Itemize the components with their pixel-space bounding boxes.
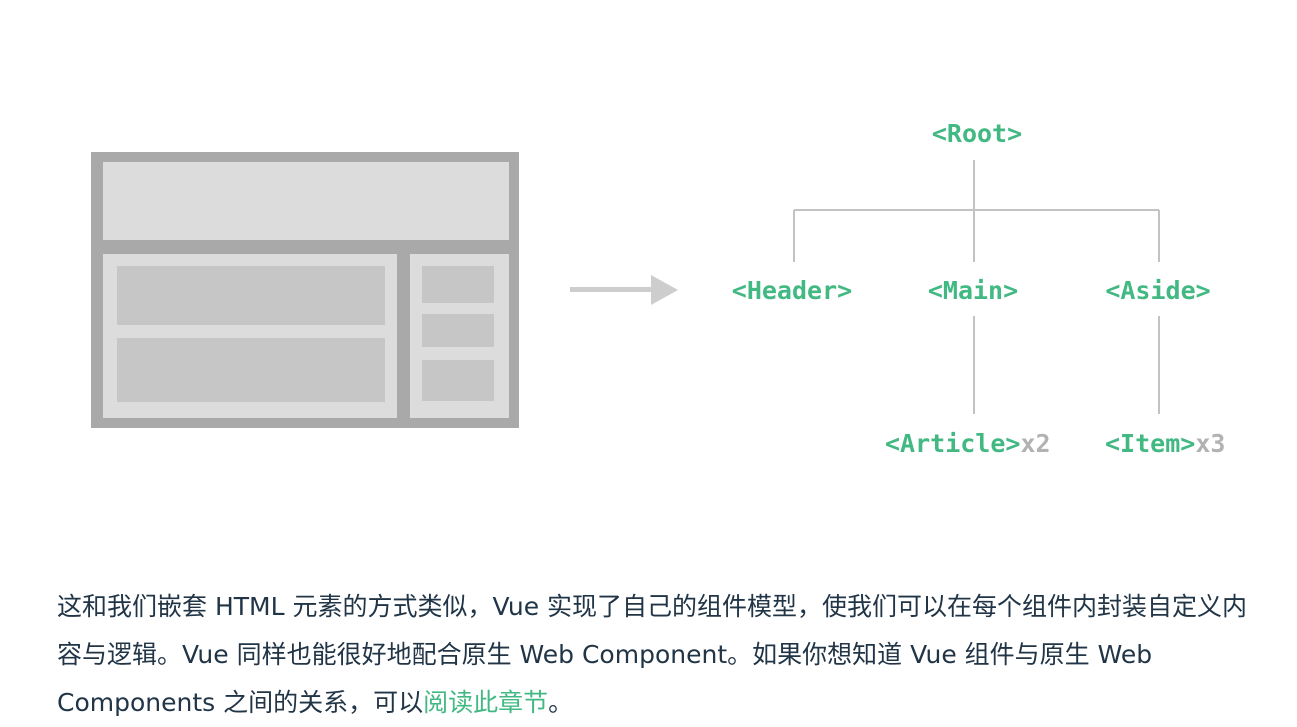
wireframe-article	[117, 338, 385, 402]
main-node: <Main>	[928, 276, 1018, 305]
page-wireframe	[91, 152, 519, 428]
wireframe-item	[422, 360, 494, 401]
header-node: <Header>	[732, 276, 852, 305]
paragraph-text: 这和我们嵌套 HTML 元素的方式类似，Vue 实现了自己的组件模型，使我们可以…	[57, 592, 1248, 717]
article-label: <Article>	[885, 429, 1020, 458]
aside-node: <Aside>	[1105, 276, 1210, 305]
wireframe-article	[117, 266, 385, 325]
read-chapter-link[interactable]: 阅读此章节	[423, 688, 549, 717]
wireframe-item	[422, 266, 494, 303]
diagram-svg: <Root> <Header> <Main> <Aside> <Article>…	[91, 119, 1225, 458]
item-node: <Item>x3	[1105, 429, 1225, 458]
paragraph-end: 。	[548, 688, 574, 717]
arrow-right-icon	[570, 275, 678, 305]
item-count: x3	[1195, 429, 1225, 458]
description-paragraph: 这和我们嵌套 HTML 元素的方式类似，Vue 实现了自己的组件模型，使我们可以…	[57, 583, 1257, 727]
article-count: x2	[1020, 429, 1050, 458]
component-tree-diagram: <Root> <Header> <Main> <Aside> <Article>…	[91, 119, 1225, 458]
root-node: <Root>	[932, 119, 1022, 148]
wireframe-item	[422, 314, 494, 347]
article-node: <Article>x2	[885, 429, 1051, 458]
wireframe-header	[103, 162, 509, 240]
item-label: <Item>	[1105, 429, 1195, 458]
tree-connectors	[793, 160, 1160, 414]
